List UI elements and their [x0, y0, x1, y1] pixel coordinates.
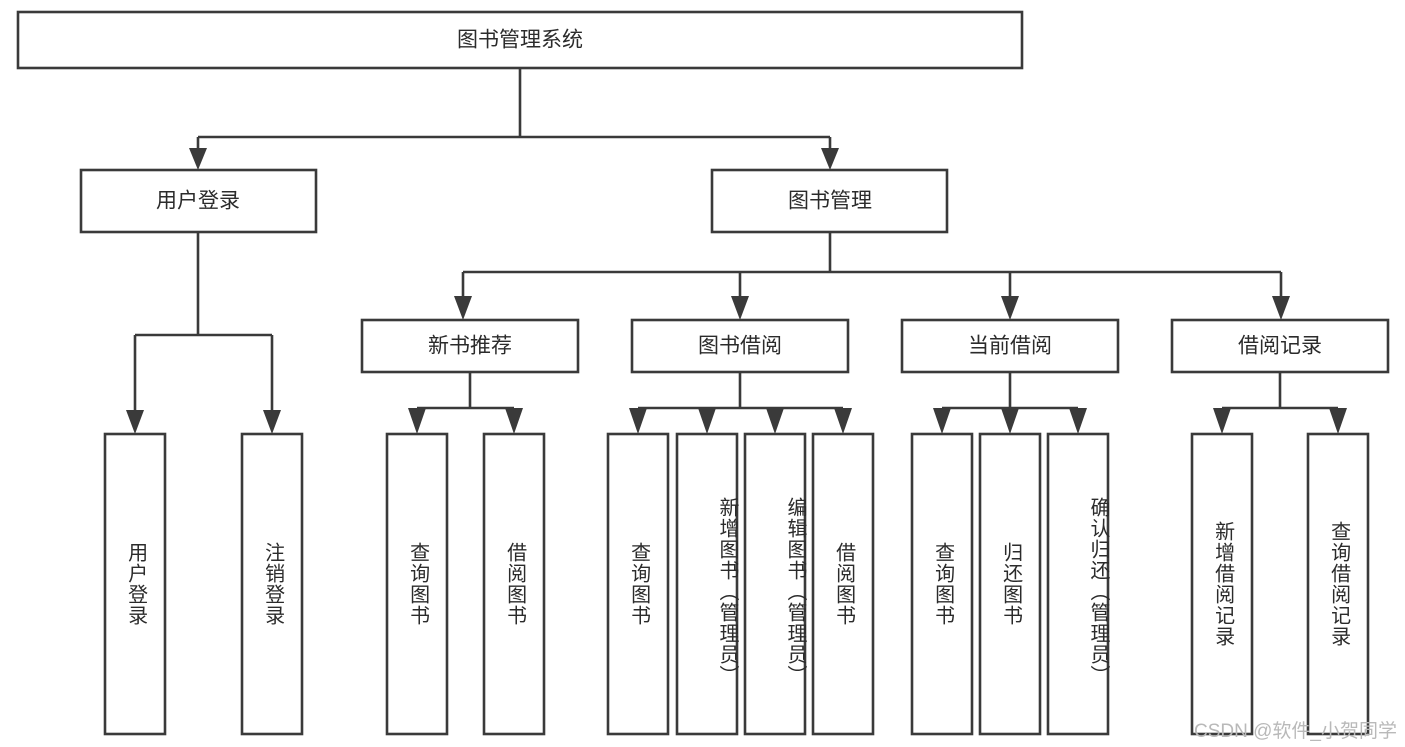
leaf-label-query-book-3: 查询图书 [931, 542, 954, 626]
leaf-label-confirm-return: 确认归还（管理员） [1087, 496, 1109, 686]
leaf-label-add-book: 新增图书（管理员） [716, 496, 738, 686]
leaf-box-edit-book[interactable] [743, 432, 807, 736]
leaf-label-borrow-book-2: 借阅图书 [832, 542, 855, 626]
node-book-management-box[interactable] [710, 168, 949, 234]
leaf-label-add-record: 新增借阅记录 [1211, 521, 1234, 647]
node-borrow-record-box[interactable] [1170, 318, 1390, 374]
arrow-leaf-add-book [698, 408, 716, 434]
node-new-book-recommend[interactable]: 新书推荐 [360, 318, 580, 374]
arrow-to-borrow-record [1272, 296, 1290, 320]
arrow-leaf-edit-book [766, 408, 784, 434]
node-book-borrow-label: 图书借阅 [698, 335, 782, 358]
node-new-book-recommend-label: 新书推荐 [428, 335, 512, 358]
csdn-watermark: CSDN @软件_小贺同学 [1194, 721, 1397, 742]
leaf-label-query-book-1: 查询图书 [406, 542, 429, 626]
node-current-borrow[interactable]: 当前借阅 [900, 318, 1120, 374]
node-user-login-box[interactable] [79, 168, 318, 234]
node-user-login[interactable]: 用户登录 [79, 168, 318, 234]
node-user-login-label: 用户登录 [156, 190, 240, 213]
node-root-box[interactable] [16, 10, 1024, 70]
leaf-label-return-book: 归还图书 [999, 542, 1022, 626]
arrow-leaf-return-book [1001, 408, 1019, 434]
node-borrow-record-label: 借阅记录 [1238, 335, 1322, 358]
arrow-leaf-confirm-return [1069, 408, 1087, 434]
node-book-management[interactable]: 图书管理 [710, 168, 949, 234]
node-current-borrow-label: 当前借阅 [968, 335, 1052, 358]
arrow-to-book-management [821, 148, 839, 170]
leaf-box-logout-login[interactable] [240, 432, 304, 736]
leaf-label-logout-login: 注销登录 [261, 542, 284, 626]
leaf-label-query-book-2: 查询图书 [627, 542, 650, 626]
arrow-to-current-borrow [1001, 296, 1019, 320]
node-book-borrow[interactable]: 图书借阅 [630, 318, 850, 374]
leaf-label-edit-book: 编辑图书（管理员） [784, 496, 806, 686]
arrow-leaf-user-login [126, 410, 144, 434]
leaf-box-borrow-book-1[interactable] [482, 432, 546, 736]
arrow-leaf-logout-login [263, 410, 281, 434]
leaf-label-user-login: 用户登录 [124, 542, 147, 626]
leaf-box-user-login[interactable] [103, 432, 167, 736]
leaf-box-query-book-1[interactable] [385, 432, 449, 736]
leaf-box-query-book-2[interactable] [606, 432, 670, 736]
leaf-box-add-book[interactable] [675, 432, 739, 736]
leaf-box-query-book-3[interactable] [910, 432, 974, 736]
node-root-label: 图书管理系统 [457, 29, 583, 52]
node-borrow-record[interactable]: 借阅记录 [1170, 318, 1390, 374]
arrow-leaf-query-record [1329, 408, 1347, 434]
arrow-leaf-add-record [1213, 408, 1231, 434]
leaf-label-borrow-book-1: 借阅图书 [503, 542, 526, 626]
leaf-box-confirm-return[interactable] [1046, 432, 1110, 736]
arrow-leaf-borrow-book-1 [505, 408, 523, 434]
node-root[interactable]: 图书管理系统 [16, 10, 1024, 70]
node-new-book-recommend-box[interactable] [360, 318, 580, 374]
leaf-box-borrow-book-2[interactable] [811, 432, 875, 736]
arrow-to-user-login [189, 148, 207, 170]
arrow-to-new-book-recommend [454, 296, 472, 320]
leaf-box-return-book[interactable] [978, 432, 1042, 736]
arrow-leaf-query-book-1 [408, 408, 426, 434]
leaf-box-query-record[interactable] [1306, 432, 1370, 736]
node-book-management-label: 图书管理 [788, 190, 872, 213]
node-book-borrow-box[interactable] [630, 318, 850, 374]
leaf-box-add-record[interactable] [1190, 432, 1254, 736]
arrow-leaf-query-book-2 [629, 408, 647, 434]
arrow-to-book-borrow [731, 296, 749, 320]
arrow-leaf-query-book-3 [933, 408, 951, 434]
leaf-label-query-record: 查询借阅记录 [1327, 521, 1350, 647]
arrow-leaf-borrow-book-2 [834, 408, 852, 434]
